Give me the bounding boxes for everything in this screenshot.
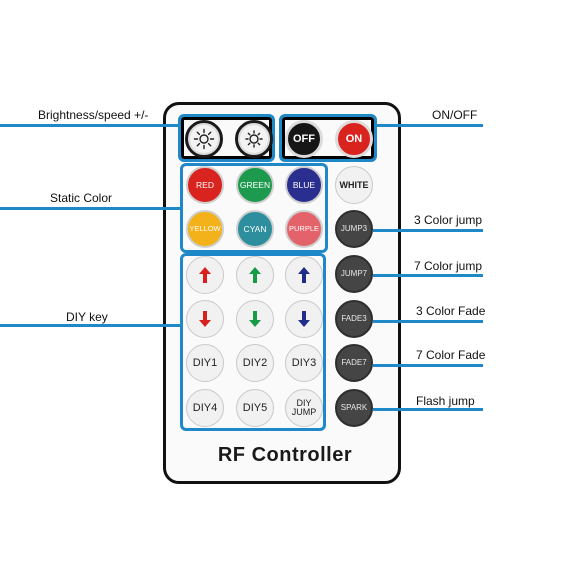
- onoff-callout-line: [377, 124, 483, 127]
- flash-label: Flash jump: [416, 394, 475, 408]
- brightness-label: Brightness/speed +/-: [38, 108, 149, 122]
- green-button[interactable]: GREEN: [236, 166, 274, 204]
- red-down-button[interactable]: [186, 300, 224, 338]
- diy-jump-line1: DIY: [296, 397, 312, 408]
- blue-down-button[interactable]: [285, 300, 323, 338]
- blue-up-button[interactable]: [285, 256, 323, 294]
- onoff-label: ON/OFF: [432, 108, 478, 122]
- arrow-up-icon: [298, 267, 310, 283]
- arrow-up-icon: [199, 267, 211, 283]
- diy2-button[interactable]: DIY2: [236, 344, 274, 382]
- arrow-down-icon: [249, 311, 261, 327]
- static-color-label: Static Color: [50, 191, 113, 205]
- flash-callout-line: [373, 408, 483, 411]
- diy5-button[interactable]: DIY5: [236, 389, 274, 427]
- diy-key-group: [180, 253, 326, 431]
- red-button[interactable]: RED: [186, 166, 224, 204]
- jump7-button[interactable]: JUMP7: [335, 255, 373, 293]
- diy-key-label: DIY key: [66, 310, 108, 324]
- yellow-button[interactable]: YELLOW: [186, 210, 224, 248]
- cyan-button[interactable]: CYAN: [236, 210, 274, 248]
- fade7-callout-line: [373, 364, 483, 367]
- brightness-up-button[interactable]: [185, 120, 223, 158]
- brightness-callout-line: [0, 124, 180, 127]
- jump3-callout-line: [373, 229, 483, 232]
- white-button[interactable]: WHITE: [335, 166, 373, 204]
- diy-jump-button[interactable]: DIY JUMP: [285, 389, 323, 427]
- diy4-button[interactable]: DIY4: [186, 389, 224, 427]
- fade3-callout-line: [373, 320, 483, 323]
- green-down-button[interactable]: [236, 300, 274, 338]
- diy-jump-line2: JUMP: [291, 407, 317, 417]
- jump3-button[interactable]: JUMP3: [335, 210, 373, 248]
- arrow-down-icon: [199, 311, 211, 327]
- brightness-down-button[interactable]: [235, 120, 273, 158]
- static-callout-line: [0, 207, 182, 210]
- jump7-callout-line: [373, 274, 483, 277]
- on-button[interactable]: ON: [335, 120, 373, 158]
- fade7-label: 7 Color Fade: [416, 348, 486, 362]
- arrow-down-icon: [298, 311, 310, 327]
- arrow-up-icon: [249, 267, 261, 283]
- purple-button[interactable]: PURPLE: [285, 210, 323, 248]
- fade3-label: 3 Color Fade: [416, 304, 486, 318]
- remote-title: RF Controller: [217, 444, 353, 466]
- onoff-group: [279, 114, 377, 162]
- off-button[interactable]: OFF: [285, 120, 323, 158]
- jump7-label: 7 Color jump: [414, 259, 483, 273]
- brightness-up-icon: [193, 128, 215, 150]
- brightness-down-icon: [245, 130, 263, 148]
- diy3-button[interactable]: DIY3: [285, 344, 323, 382]
- fade7-button[interactable]: FADE7: [335, 344, 373, 382]
- spark-button[interactable]: SPARK: [335, 389, 373, 427]
- jump3-label: 3 Color jump: [414, 213, 483, 227]
- green-up-button[interactable]: [236, 256, 274, 294]
- red-up-button[interactable]: [186, 256, 224, 294]
- diy1-button[interactable]: DIY1: [186, 344, 224, 382]
- diy-callout-line: [0, 324, 182, 327]
- brightness-group: [178, 114, 275, 162]
- fade3-button[interactable]: FADE3: [335, 300, 373, 338]
- blue-button[interactable]: BLUE: [285, 166, 323, 204]
